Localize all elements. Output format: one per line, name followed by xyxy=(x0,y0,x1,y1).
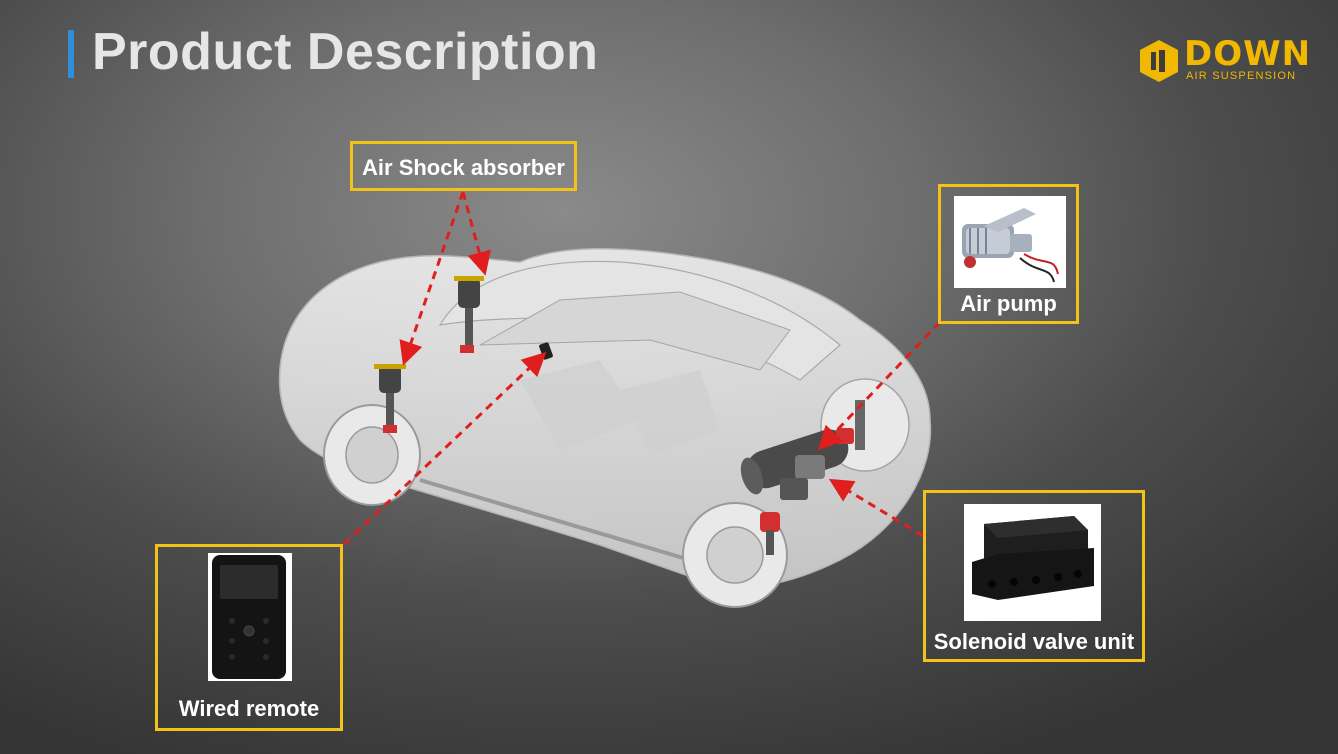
brand-hexagon-icon xyxy=(1140,40,1178,82)
callout-wired-remote: Wired remote xyxy=(155,544,343,731)
arrow-remote xyxy=(342,351,547,546)
arrow-pump xyxy=(817,320,942,451)
car-icon xyxy=(278,248,932,608)
callout-air-shock-label: Air Shock absorber xyxy=(362,155,565,180)
wired-remote-icon xyxy=(208,553,292,681)
front-shock-left xyxy=(374,364,406,433)
solenoid-valve-icon xyxy=(964,504,1101,621)
title-accent-bar xyxy=(68,30,74,78)
callout-air-pump: Air pump xyxy=(938,184,1079,324)
solenoid-valve-image xyxy=(964,504,1101,621)
front-shock-right xyxy=(454,276,484,353)
air-pump-icon xyxy=(954,196,1066,288)
brand-logo: DOWN AIR SUSPENSION xyxy=(1136,34,1310,86)
arrow-valve xyxy=(828,478,924,538)
brand-name: DOWN xyxy=(1184,34,1312,74)
callout-solenoid-valve-label: Solenoid valve unit xyxy=(933,629,1135,654)
arrow-shock-front xyxy=(399,191,465,366)
callout-solenoid-valve: Solenoid valve unit xyxy=(923,490,1145,662)
wired-remote-image xyxy=(208,553,292,681)
callout-air-shock: Air Shock absorber xyxy=(350,141,577,191)
air-pump-image xyxy=(954,196,1066,288)
callout-air-pump-label: Air pump xyxy=(960,291,1057,316)
callout-wired-remote-label: Wired remote xyxy=(178,696,320,721)
page-title: Product Description xyxy=(92,23,599,81)
brand-tagline: AIR SUSPENSION xyxy=(1186,70,1297,82)
